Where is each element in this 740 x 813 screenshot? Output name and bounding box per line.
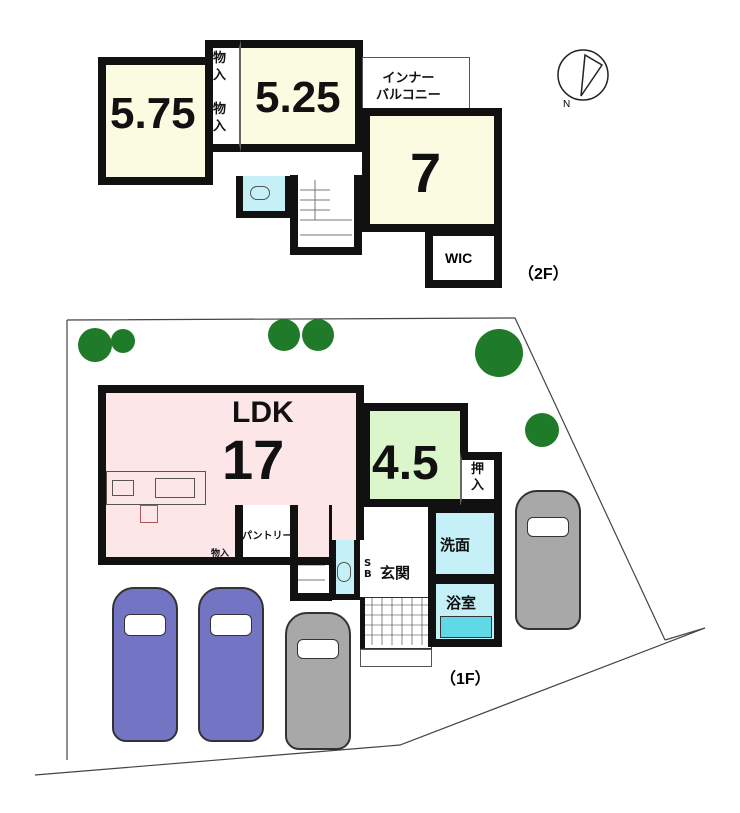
tree-icon [302, 319, 334, 351]
car-icon [515, 490, 581, 630]
entrance [360, 540, 432, 597]
japanese-room-label: 4.5 [372, 437, 439, 490]
entrance-step [360, 649, 432, 667]
pantry [235, 505, 293, 565]
closet-2-label: 物入 [213, 102, 227, 134]
ldk-size: 17 [222, 428, 285, 491]
car-icon [198, 587, 264, 742]
stairs-2f [290, 175, 362, 255]
tree-icon [111, 329, 135, 353]
stove-icon [112, 480, 134, 496]
stairs-1f [290, 505, 332, 601]
entrance-label: 玄関 [380, 564, 411, 582]
compass-icon [557, 49, 609, 101]
toilet-icon [337, 562, 351, 582]
toilet-icon [250, 186, 270, 200]
trees [78, 319, 559, 447]
closets-2f [205, 40, 241, 152]
inner-balcony-label: インナー バルコニー [376, 71, 441, 103]
stairs-2f-icon [300, 180, 352, 236]
wic [425, 228, 502, 288]
closet-1-label: 物入 [213, 51, 227, 83]
road-line [34, 627, 706, 776]
shoe-box-label: S B [364, 558, 372, 580]
car-icon [112, 587, 178, 742]
tree-icon [525, 413, 559, 447]
bedroom-7-label: 7 [410, 141, 442, 204]
oshiire [460, 452, 502, 507]
entrance-tiles [364, 597, 428, 645]
washroom-label: 洗面 [440, 536, 471, 554]
wic-label: WIC [445, 250, 473, 266]
site-corner [664, 627, 706, 641]
bathtub-icon [440, 616, 492, 638]
ldk-label: LDK [232, 396, 294, 429]
bedroom-525-label: 5.25 [255, 73, 341, 122]
bathroom-label: 浴室 [446, 594, 477, 612]
bedroom-575-label: 5.75 [110, 89, 196, 138]
storage-label: 物入 [211, 549, 230, 559]
tree-icon [475, 329, 523, 377]
sink-icon [155, 478, 195, 498]
range-hood-icon [140, 505, 158, 523]
oshiire-label: 押入 [471, 462, 485, 493]
tree-icon [78, 328, 112, 362]
entrance-tiled-floor [360, 597, 432, 649]
japanese-room [362, 403, 468, 507]
floor-1f-label: （1F） [440, 671, 491, 688]
floor-2f-label: （2F） [518, 266, 569, 283]
car-icon [285, 612, 351, 750]
site-boundary [66, 317, 666, 641]
toilet-1f [330, 540, 360, 600]
kitchen-counter [106, 471, 206, 505]
tree-icon [268, 319, 300, 351]
pantry-label: パントリー [242, 531, 293, 542]
compass-north-label: N [563, 99, 571, 110]
